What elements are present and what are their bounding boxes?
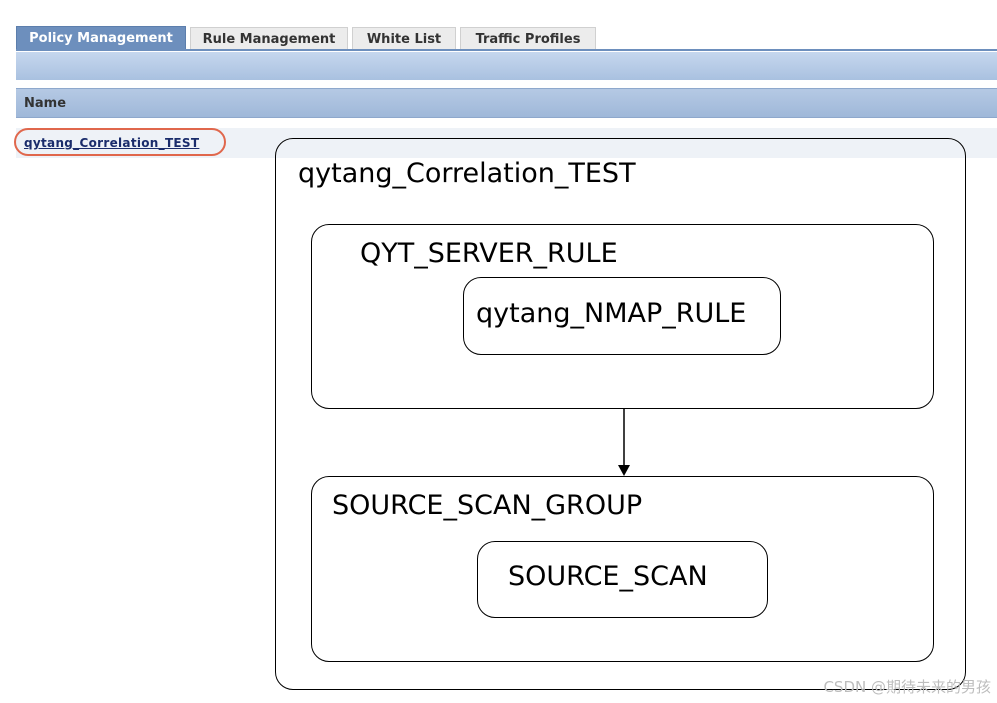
watermark: CSDN @期待未来的男孩 bbox=[823, 678, 991, 696]
tab-policy-management[interactable]: Policy Management bbox=[16, 26, 186, 50]
toolbar bbox=[16, 52, 997, 80]
tab-underline bbox=[16, 49, 997, 51]
group-box-server-rule bbox=[311, 224, 934, 409]
table-header: Name bbox=[16, 88, 997, 118]
tab-bar: Policy Management Rule Management White … bbox=[16, 26, 600, 50]
policy-diagram-box bbox=[275, 138, 966, 690]
policy-link-text[interactable]: qytang_Correlation_TEST bbox=[24, 136, 200, 150]
policy-diagram-title: qytang_Correlation_TEST bbox=[298, 158, 636, 189]
connector-arrow bbox=[618, 409, 630, 476]
column-header-name[interactable]: Name bbox=[24, 96, 67, 111]
rule-label-source-scan: SOURCE_SCAN bbox=[508, 561, 708, 592]
group-title-source-scan: SOURCE_SCAN_GROUP bbox=[332, 490, 643, 521]
tab-traffic-profiles[interactable]: Traffic Profiles bbox=[460, 27, 596, 50]
rule-box-nmap bbox=[463, 277, 781, 355]
tab-white-list[interactable]: White List bbox=[352, 27, 456, 50]
rule-label-nmap: qytang_NMAP_RULE bbox=[476, 298, 747, 329]
group-title-server-rule: QYT_SERVER_RULE bbox=[360, 238, 618, 269]
table-row bbox=[16, 128, 997, 158]
policy-link[interactable]: qytang_Correlation_TEST bbox=[14, 128, 226, 156]
tab-rule-management[interactable]: Rule Management bbox=[190, 27, 348, 50]
group-box-source-scan bbox=[311, 476, 934, 662]
rule-box-source-scan bbox=[477, 541, 768, 618]
